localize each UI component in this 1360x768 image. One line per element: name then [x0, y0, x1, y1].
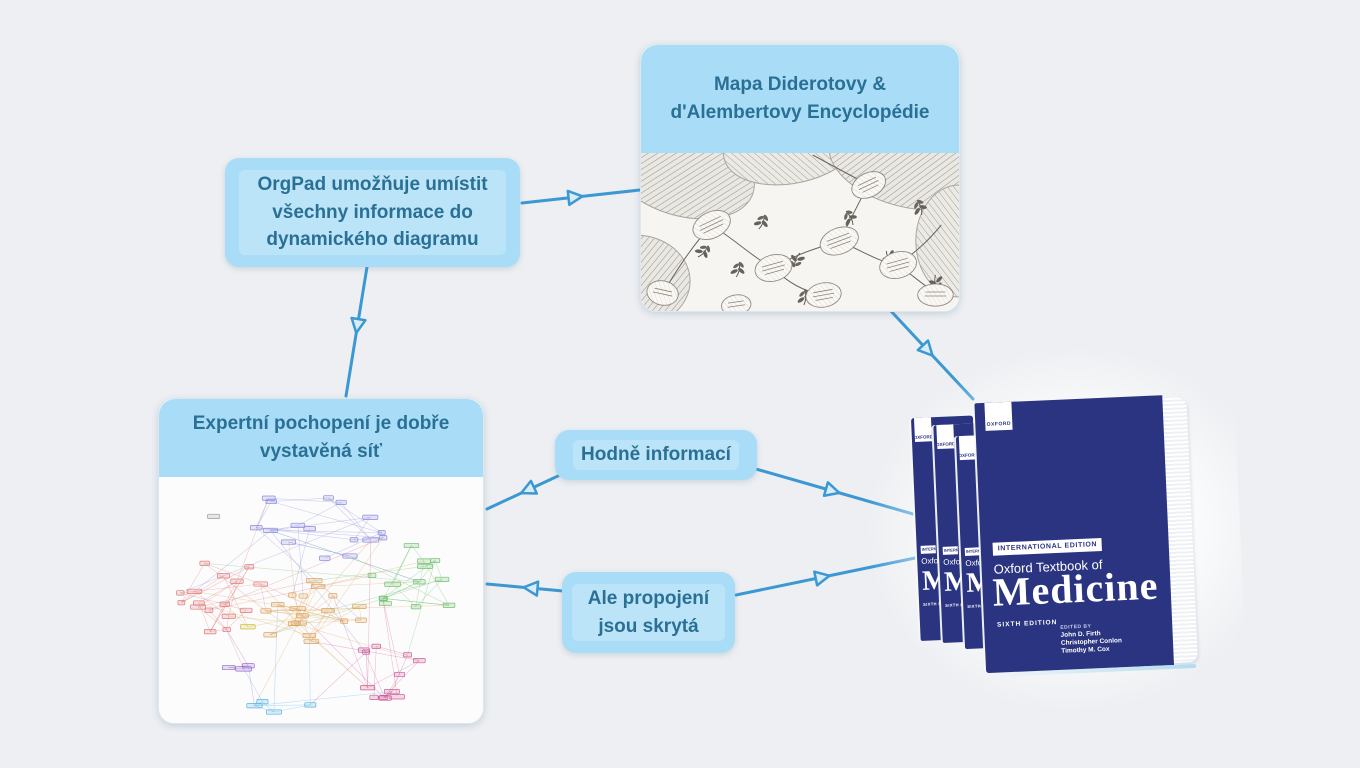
- book-banner: INTERNATIONAL EDITION: [992, 537, 1103, 556]
- mapa-card-title: Mapa Diderotovy & d'Alembertovy Encyclop…: [641, 45, 959, 153]
- book-volume-1-front: OXFORD INTERNATIONAL EDITION Oxford Text…: [974, 395, 1174, 674]
- book-banner: INTERNATIONAL EDITION: [942, 546, 958, 555]
- node-expert-network-card[interactable]: Expertní pochopení je dobře vystavěná sí…: [158, 398, 484, 724]
- node-mapa-encyclopedie-card[interactable]: Mapa Diderotovy & d'Alembertovy Encyclop…: [640, 44, 960, 312]
- book-editors: EDITED BY John D. Firth Christopher Conl…: [1060, 622, 1122, 656]
- node-orgpad-note[interactable]: OrgPad umožňuje umístit všechny informac…: [225, 158, 520, 267]
- oxford-logo-tab: OXFORD: [936, 424, 955, 450]
- oxford-logo-tab: OXFORD: [984, 401, 1013, 431]
- knowledge-network-graph: [176, 495, 456, 715]
- book-title: Medicine: [991, 562, 1160, 615]
- node-hodne-informaci[interactable]: Hodně informací: [555, 430, 757, 480]
- connector-orgpad-to-mapa[interactable]: [520, 188, 642, 207]
- encyclopedie-engraving: [641, 153, 959, 311]
- expert-card-title: Expertní pochopení je dobře vystavěná sí…: [159, 399, 483, 477]
- ale-propojeni-label: Ale propojení jsou skrytá: [572, 583, 725, 642]
- connector-orgpad-to-expert[interactable]: [344, 265, 369, 398]
- book-banner: INTERNATIONAL EDITION: [964, 547, 981, 556]
- editor-name: Timothy M. Cox: [1061, 645, 1110, 655]
- connector-hodne-to-expert[interactable]: [485, 474, 560, 511]
- oxford-logo-tab: OXFORD: [913, 417, 933, 443]
- book-edition: SIXTH EDITION: [996, 618, 1058, 629]
- oxford-logo-tab: OXFORD: [958, 435, 977, 461]
- connector-ale-to-expert[interactable]: [485, 580, 565, 597]
- hodne-informaci-label: Hodně informací: [573, 440, 739, 470]
- node-ale-propojeni[interactable]: Ale propojení jsou skrytá: [562, 572, 735, 653]
- node-oxford-medicine-books[interactable]: OXFORD INTERNATIONAL EDITION Oxford Text…: [862, 342, 1248, 718]
- book-banner: INTERNATIONAL EDITION: [920, 545, 936, 554]
- orgpad-note-label: OrgPad umožňuje umístit všechny informac…: [239, 170, 506, 255]
